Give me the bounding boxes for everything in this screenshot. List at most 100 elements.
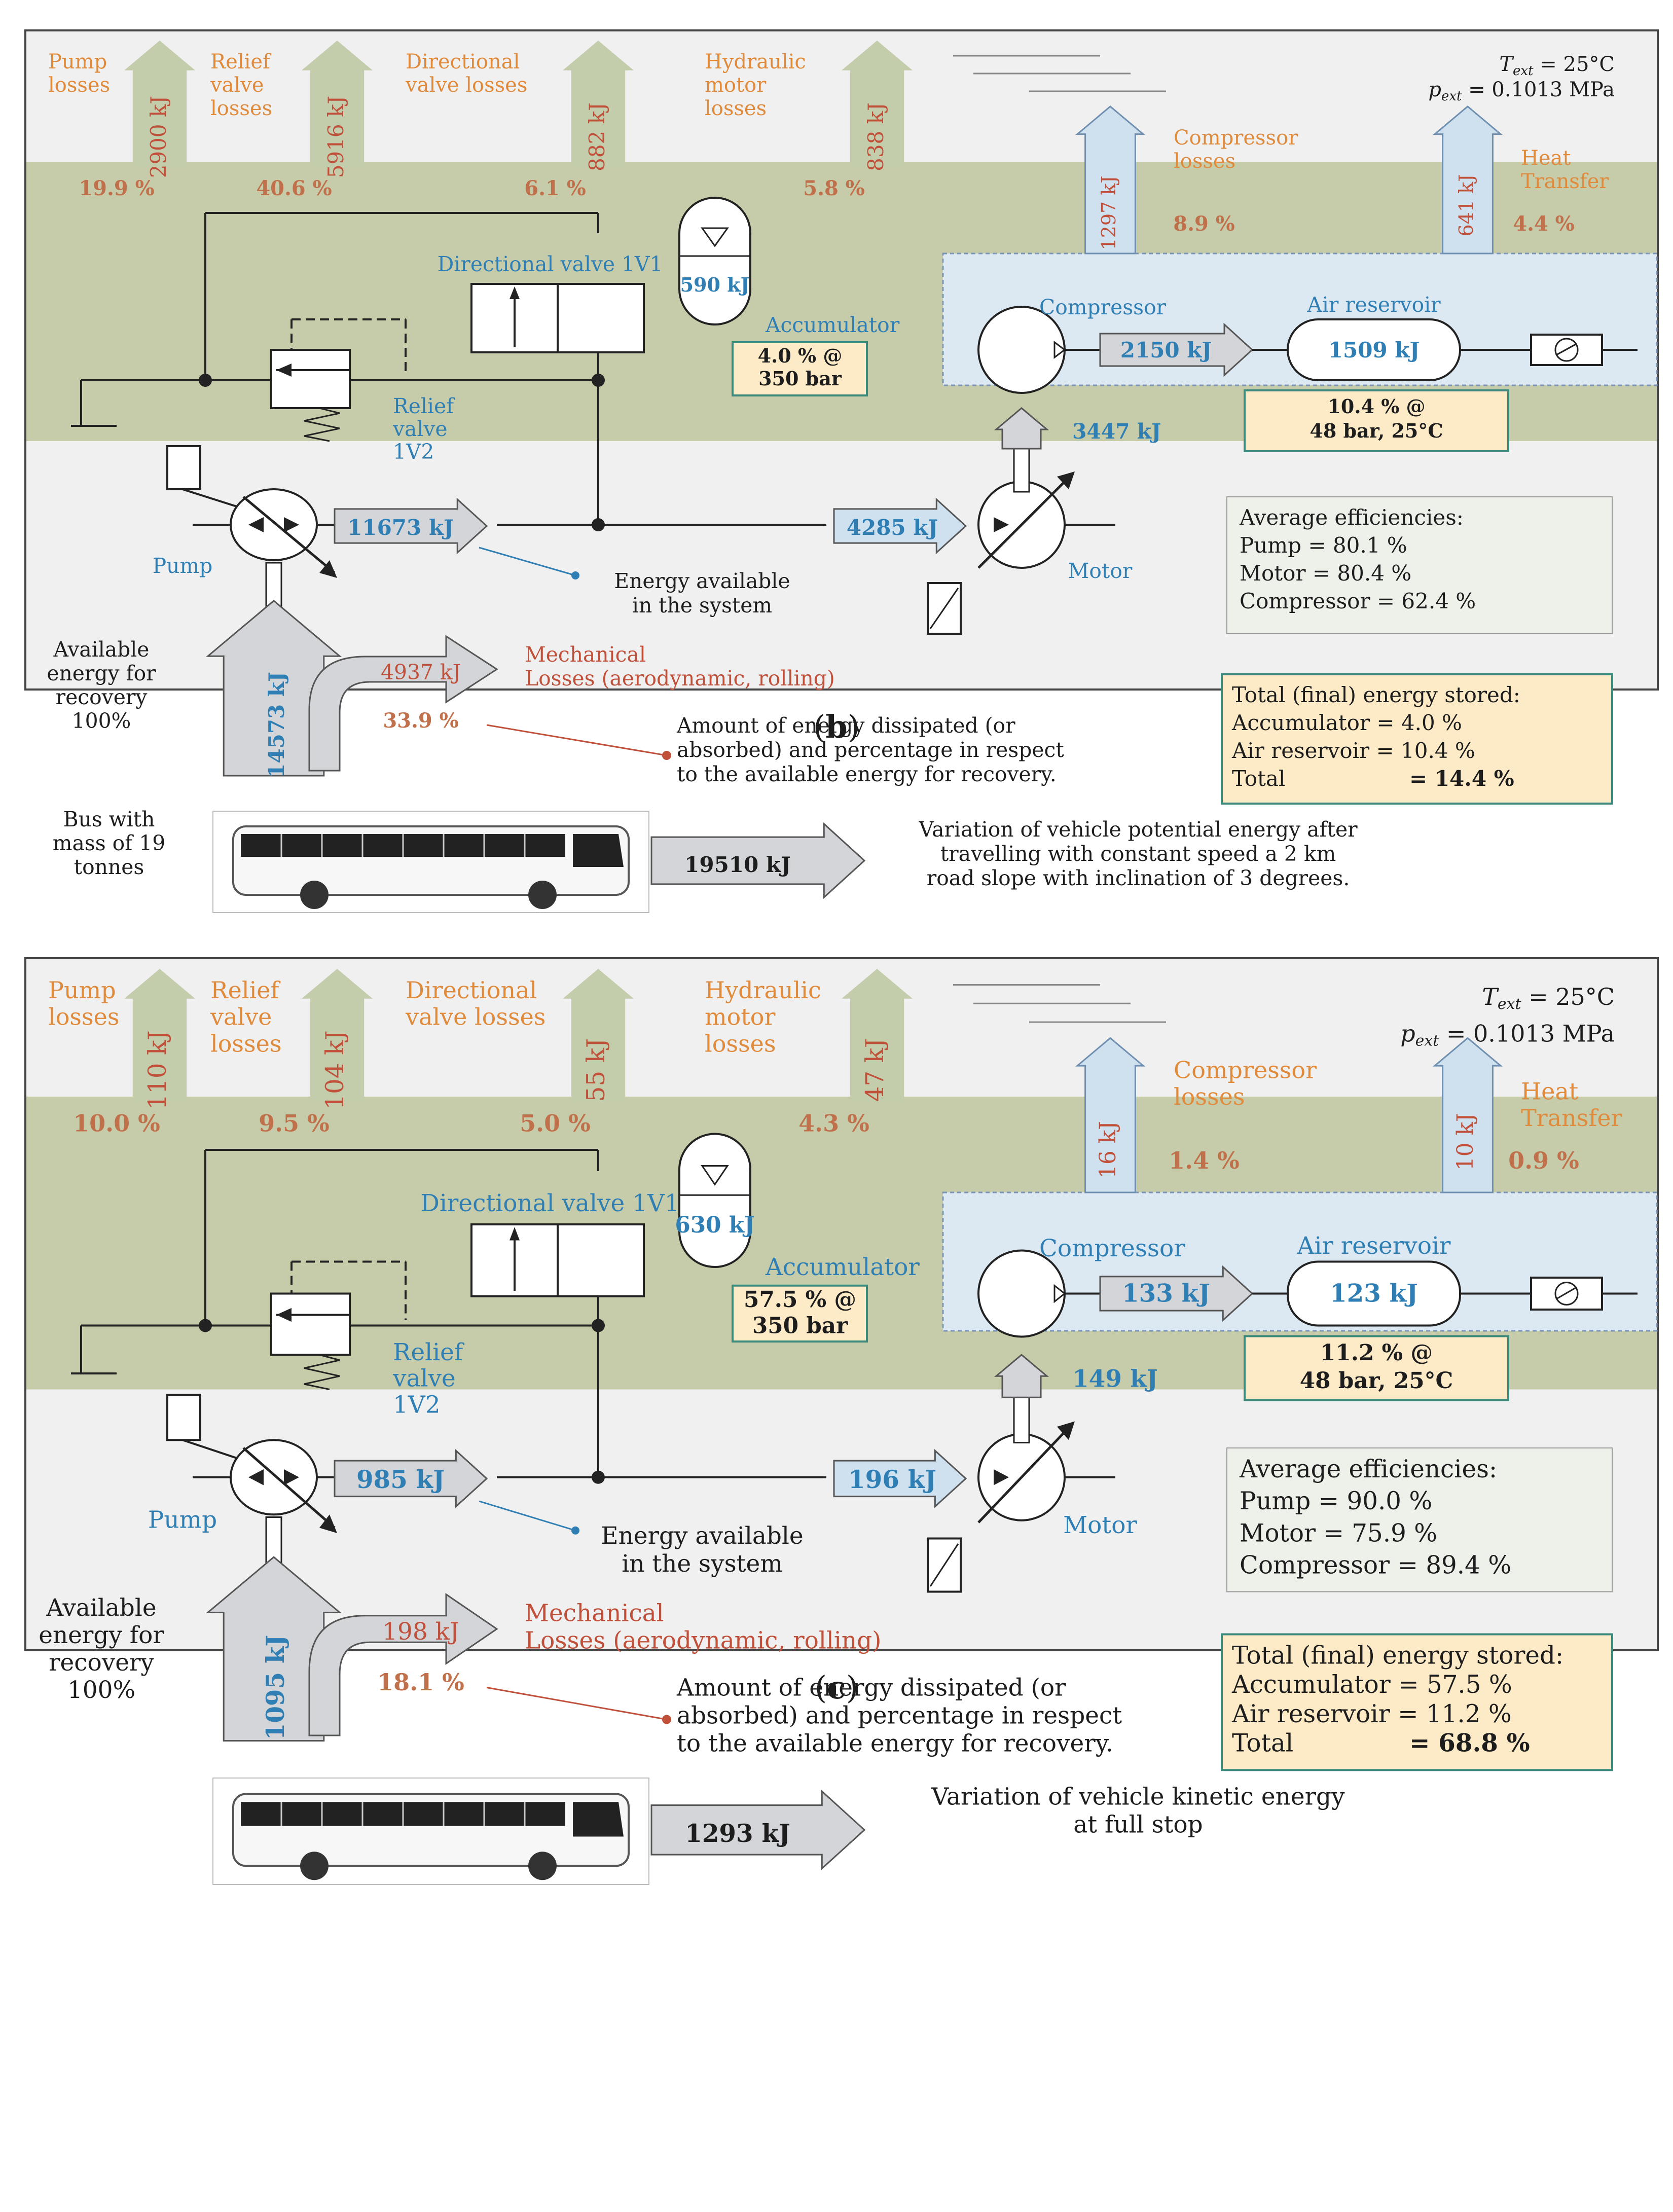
loss-energy: 47 kJ <box>861 1038 889 1102</box>
relief-valve-label: valve <box>392 417 448 441</box>
air-reservoir-energy: 1509 kJ <box>1328 338 1420 362</box>
compressor-label: Compressor <box>1039 1235 1185 1262</box>
efficiency-line: Motor = 80.4 % <box>1240 561 1411 586</box>
accumulator-state: 350 bar <box>752 1313 848 1339</box>
vehicle-note: Variation of vehicle potential energy af… <box>918 817 1358 842</box>
arrow-left-icon <box>276 1308 292 1322</box>
air-reservoir-state: 48 bar, 25°C <box>1310 419 1443 442</box>
pump-triangle-icon <box>248 517 264 532</box>
loss-energy: 2900 kJ <box>146 96 171 178</box>
compressor-triangle-icon <box>1053 341 1066 359</box>
compressor-body <box>977 306 1066 394</box>
bus-windshield <box>573 1802 624 1837</box>
loss-percent: 19.9 % <box>79 176 154 200</box>
available-energy-value: 1095 kJ <box>262 1635 290 1740</box>
motor-triangle-icon <box>994 1469 1009 1485</box>
heat-transfer-arrow <box>1432 105 1503 255</box>
heat-transfer-energy: 10 kJ <box>1452 1113 1478 1171</box>
accumulator-label: Accumulator <box>765 1253 920 1281</box>
accumulator-label: Accumulator <box>765 313 900 337</box>
dissipated-note: to the available energy for recovery. <box>677 762 1057 786</box>
bus-label: Bus with <box>63 807 155 831</box>
pump-output-energy: 11673 kJ <box>347 515 454 540</box>
loss-percent: 5.8 % <box>803 176 865 200</box>
loss-arrow <box>302 969 373 1102</box>
available-energy-label: recovery <box>49 1649 154 1677</box>
total-stored-title: Total (final) energy stored: <box>1232 682 1520 707</box>
junction-dot <box>592 1470 605 1484</box>
relief-valve-label: 1V2 <box>393 440 434 464</box>
compressor-output-energy: 2150 kJ <box>1120 338 1212 362</box>
relief-valve-label: valve <box>392 1365 456 1393</box>
heat-transfer-label: Heat <box>1521 147 1571 170</box>
relief-valve-label: Relief <box>393 394 455 418</box>
loss-percent: 9.5 % <box>259 1109 330 1137</box>
loss-label: losses <box>48 1003 119 1031</box>
compressor-loss-arrow <box>1075 1037 1146 1193</box>
loss-label: valve losses <box>405 74 527 97</box>
loss-label: Pump <box>48 50 107 74</box>
loss-label: Hydraulic <box>705 976 821 1004</box>
loss-label: Relief <box>210 50 272 74</box>
loss-label: Relief <box>210 976 281 1004</box>
compressor-loss-label: losses <box>1174 150 1235 173</box>
total-stored-total-value: = 68.8 % <box>1409 1729 1530 1758</box>
accumulator-state-box <box>732 341 868 396</box>
heat-transfer-label: Transfer <box>1521 170 1609 193</box>
loss-label: Directional <box>406 50 520 74</box>
compressor-input-energy: 3447 kJ <box>1072 419 1161 444</box>
efficiency-line: Pump = 90.0 % <box>1240 1487 1432 1515</box>
loss-energy: 5916 kJ <box>323 96 348 178</box>
loss-label: motor <box>705 74 767 97</box>
panel-caption: (c) <box>815 1669 858 1706</box>
compressor-output-energy: 133 kJ <box>1122 1279 1210 1308</box>
pump-triangle-icon <box>248 1469 264 1485</box>
loss-energy: 104 kJ <box>321 1030 349 1109</box>
mechanical-losses-label: Mechanical <box>525 1599 664 1627</box>
compressor-loss-percent: 8.9 % <box>1173 212 1235 236</box>
loss-label: motor <box>705 1003 775 1031</box>
total-stored-accumulator: Accumulator = 4.0 % <box>1231 710 1462 735</box>
motor-label: Motor <box>1068 559 1133 583</box>
efficiencies-box: Average efficiencies:Pump = 80.1 %Motor … <box>1226 496 1613 634</box>
total-stored-total-value: = 14.4 % <box>1409 766 1514 791</box>
dissipated-note: Amount of energy dissipated (or <box>676 1674 1066 1701</box>
available-energy-label: 100% <box>67 1676 135 1704</box>
arrow-up-icon <box>510 286 520 299</box>
motor-shaft <box>1013 445 1030 493</box>
air-reservoir-state: 10.4 % @ <box>1327 395 1425 418</box>
accumulator-state: 57.5 % @ <box>744 1287 856 1313</box>
total-stored-box: Total (final) energy stored: Accumulator … <box>1221 673 1613 805</box>
pointer-dot <box>662 1715 671 1724</box>
efficiency-line: Pump = 80.1 % <box>1240 533 1407 558</box>
bus-wheel <box>528 1852 557 1880</box>
bus-wheel <box>300 881 329 909</box>
fluid-level-icon <box>701 1165 729 1186</box>
compressor-input-energy: 149 kJ <box>1072 1365 1158 1393</box>
loss-arrow <box>842 41 913 167</box>
compressor-loss-energy: 16 kJ <box>1095 1121 1121 1178</box>
mechanical-losses-label: Mechanical <box>525 642 646 667</box>
variable-arrow-icon <box>977 476 1071 569</box>
air-reservoir-state: 11.2 % @ <box>1320 1340 1433 1366</box>
loss-percent: 6.1 % <box>524 176 586 200</box>
mechanical-losses-label: Losses (aerodynamic, rolling) <box>525 666 835 691</box>
motor-input-energy: 4285 kJ <box>847 515 938 540</box>
spring-icon <box>304 1354 340 1390</box>
directional-valve: Directional valve 1V1 <box>438 252 663 353</box>
loss-energy: 110 kJ <box>143 1030 172 1109</box>
relief-valve-body <box>270 1292 351 1356</box>
pump-output-arrow <box>334 1448 488 1508</box>
loss-percent: 4.3 % <box>798 1109 869 1137</box>
spring-icon <box>304 407 340 442</box>
